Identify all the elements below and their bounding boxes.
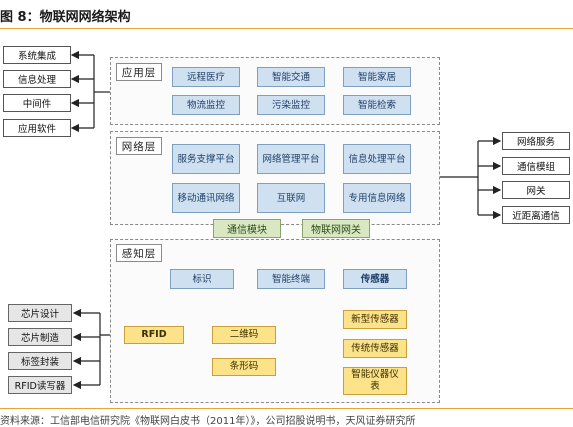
perception-layer-label: 感知层 xyxy=(116,244,162,262)
left-top-item-app-software: 应用软件 xyxy=(3,119,71,137)
sensor-item-smart-instruments: 智能仪器仪表 xyxy=(343,367,407,395)
left-bottom-item-rfid-reader: RFID读写器 xyxy=(8,376,72,394)
net-item-private-info-network: 专用信息网络 xyxy=(343,183,411,213)
right-item-network-service: 网络服务 xyxy=(502,132,570,150)
perception-item-sensor: 传感器 xyxy=(343,269,407,289)
app-item-pollution-monitoring: 污染监控 xyxy=(257,95,325,115)
right-item-comm-module-group: 通信模组 xyxy=(502,157,570,175)
net-item-info-processing-platform: 信息处理平台 xyxy=(343,144,411,174)
left-top-item-info-processing: 信息处理 xyxy=(3,70,71,88)
app-item-telemedicine: 远程医疗 xyxy=(172,67,240,87)
left-top-item-middleware: 中间件 xyxy=(3,94,71,112)
net-item-network-management-platform: 网络管理平台 xyxy=(257,144,325,174)
app-item-smart-traffic: 智能交通 xyxy=(257,67,325,87)
right-item-short-range-comm: 近距离通信 xyxy=(502,206,570,224)
left-bottom-item-tag-packaging: 标签封装 xyxy=(8,352,72,370)
app-item-smart-retrieval: 智能检索 xyxy=(343,95,411,115)
left-bottom-item-chip-design: 芯片设计 xyxy=(8,304,72,322)
app-item-smart-home: 智能家居 xyxy=(343,67,411,87)
perception-item-barcode: 条形码 xyxy=(212,358,276,376)
sensor-item-traditional-sensor: 传统传感器 xyxy=(343,339,407,358)
bottom-rule xyxy=(0,408,573,409)
application-layer-label: 应用层 xyxy=(116,63,162,81)
app-item-logistics-monitoring: 物流监控 xyxy=(172,95,240,115)
right-item-gateway: 网关 xyxy=(502,181,570,199)
perception-item-2d-barcode: 二维码 xyxy=(212,326,276,344)
network-layer-label: 网络层 xyxy=(116,137,162,155)
figure-source: 资料来源：工信部电信研究院《物联网白皮书（2011年）》，公司招股说明书，天风证… xyxy=(0,416,416,427)
bridge-comm-module: 通信模块 xyxy=(213,219,281,238)
figure-title: 图 8：物联网网络架构 xyxy=(0,10,131,25)
perception-item-identifier: 标识 xyxy=(170,269,234,289)
left-bottom-item-chip-manufacturing: 芯片制造 xyxy=(8,328,72,346)
net-item-mobile-comm-network: 移动通讯网络 xyxy=(172,183,240,213)
perception-item-smart-terminal: 智能终端 xyxy=(257,269,325,289)
net-item-service-support-platform: 服务支撑平台 xyxy=(172,144,240,174)
top-rule xyxy=(0,28,573,29)
net-item-internet: 互联网 xyxy=(257,183,325,213)
left-top-item-system-integration: 系统集成 xyxy=(3,46,71,64)
sensor-item-new-sensor: 新型传感器 xyxy=(343,310,407,329)
perception-item-rfid: RFID xyxy=(124,326,184,344)
bridge-iot-gateway: 物联网网关 xyxy=(302,219,370,238)
